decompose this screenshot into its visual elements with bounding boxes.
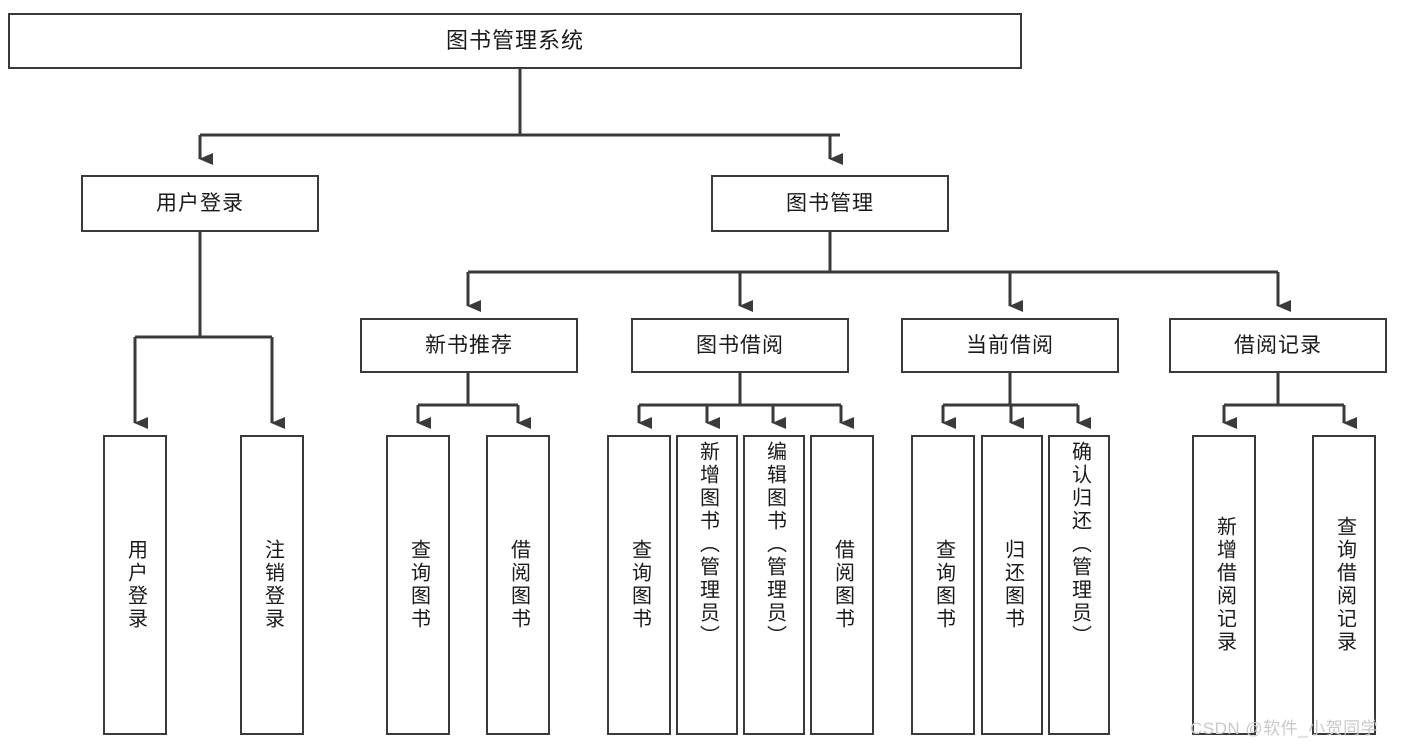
node-root-book-management-system[interactable]: 图书管理系统 bbox=[8, 13, 1022, 69]
node-book-borrow[interactable]: 图书借阅 bbox=[631, 318, 849, 373]
leaf-query-borrow-record[interactable]: 查询借阅记录 bbox=[1312, 435, 1376, 735]
leaf-query-borrow-record-label: 查询借阅记录 bbox=[1333, 516, 1356, 654]
leaf-query-book-current[interactable]: 查询图书 bbox=[911, 435, 975, 735]
leaf-add-book-admin-label: 新增图书（管理员） bbox=[696, 441, 719, 648]
node-borrow-record[interactable]: 借阅记录 bbox=[1169, 318, 1387, 373]
leaf-borrow-book-newbook[interactable]: 借阅图书 bbox=[486, 435, 550, 735]
leaf-add-borrow-record-label: 新增借阅记录 bbox=[1213, 516, 1236, 654]
leaf-user-login-label: 用户登录 bbox=[124, 539, 147, 631]
leaf-return-book-label: 归还图书 bbox=[1001, 539, 1024, 631]
node-book-borrow-label: 图书借阅 bbox=[696, 333, 784, 357]
leaf-borrow-book-borrow-label: 借阅图书 bbox=[831, 539, 854, 631]
node-root-label: 图书管理系统 bbox=[445, 27, 584, 53]
node-new-book-recommend-label: 新书推荐 bbox=[425, 333, 513, 357]
leaf-return-book[interactable]: 归还图书 bbox=[981, 435, 1043, 735]
leaf-confirm-return-admin[interactable]: 确认归还（管理员） bbox=[1048, 435, 1110, 735]
node-user-login[interactable]: 用户登录 bbox=[81, 175, 319, 232]
leaf-user-login[interactable]: 用户登录 bbox=[103, 435, 167, 735]
leaf-add-book-admin[interactable]: 新增图书（管理员） bbox=[676, 435, 738, 735]
node-borrow-record-label: 借阅记录 bbox=[1234, 333, 1322, 357]
leaf-logout-login-label: 注销登录 bbox=[261, 539, 284, 631]
leaf-edit-book-admin-label: 编辑图书（管理员） bbox=[763, 441, 786, 648]
node-current-borrow-label: 当前借阅 bbox=[966, 333, 1054, 357]
leaf-query-book-newbook-label: 查询图书 bbox=[407, 539, 430, 631]
node-book-management[interactable]: 图书管理 bbox=[711, 175, 949, 232]
leaf-add-borrow-record[interactable]: 新增借阅记录 bbox=[1192, 435, 1256, 735]
leaf-borrow-book-borrow[interactable]: 借阅图书 bbox=[810, 435, 874, 735]
leaf-logout-login[interactable]: 注销登录 bbox=[240, 435, 304, 735]
node-new-book-recommend[interactable]: 新书推荐 bbox=[360, 318, 578, 373]
node-book-management-label: 图书管理 bbox=[786, 191, 874, 215]
leaf-borrow-book-newbook-label: 借阅图书 bbox=[507, 539, 530, 631]
leaf-edit-book-admin[interactable]: 编辑图书（管理员） bbox=[743, 435, 805, 735]
node-user-login-label: 用户登录 bbox=[156, 191, 244, 215]
leaf-confirm-return-admin-label: 确认归还（管理员） bbox=[1068, 441, 1091, 648]
node-current-borrow[interactable]: 当前借阅 bbox=[901, 318, 1119, 373]
leaf-query-book-borrow-label: 查询图书 bbox=[628, 539, 651, 631]
leaf-query-book-current-label: 查询图书 bbox=[932, 539, 955, 631]
leaf-query-book-borrow[interactable]: 查询图书 bbox=[607, 435, 671, 735]
csdn-watermark: CSDN @软件_小贺同学 bbox=[1190, 719, 1379, 738]
leaf-query-book-newbook[interactable]: 查询图书 bbox=[386, 435, 450, 735]
